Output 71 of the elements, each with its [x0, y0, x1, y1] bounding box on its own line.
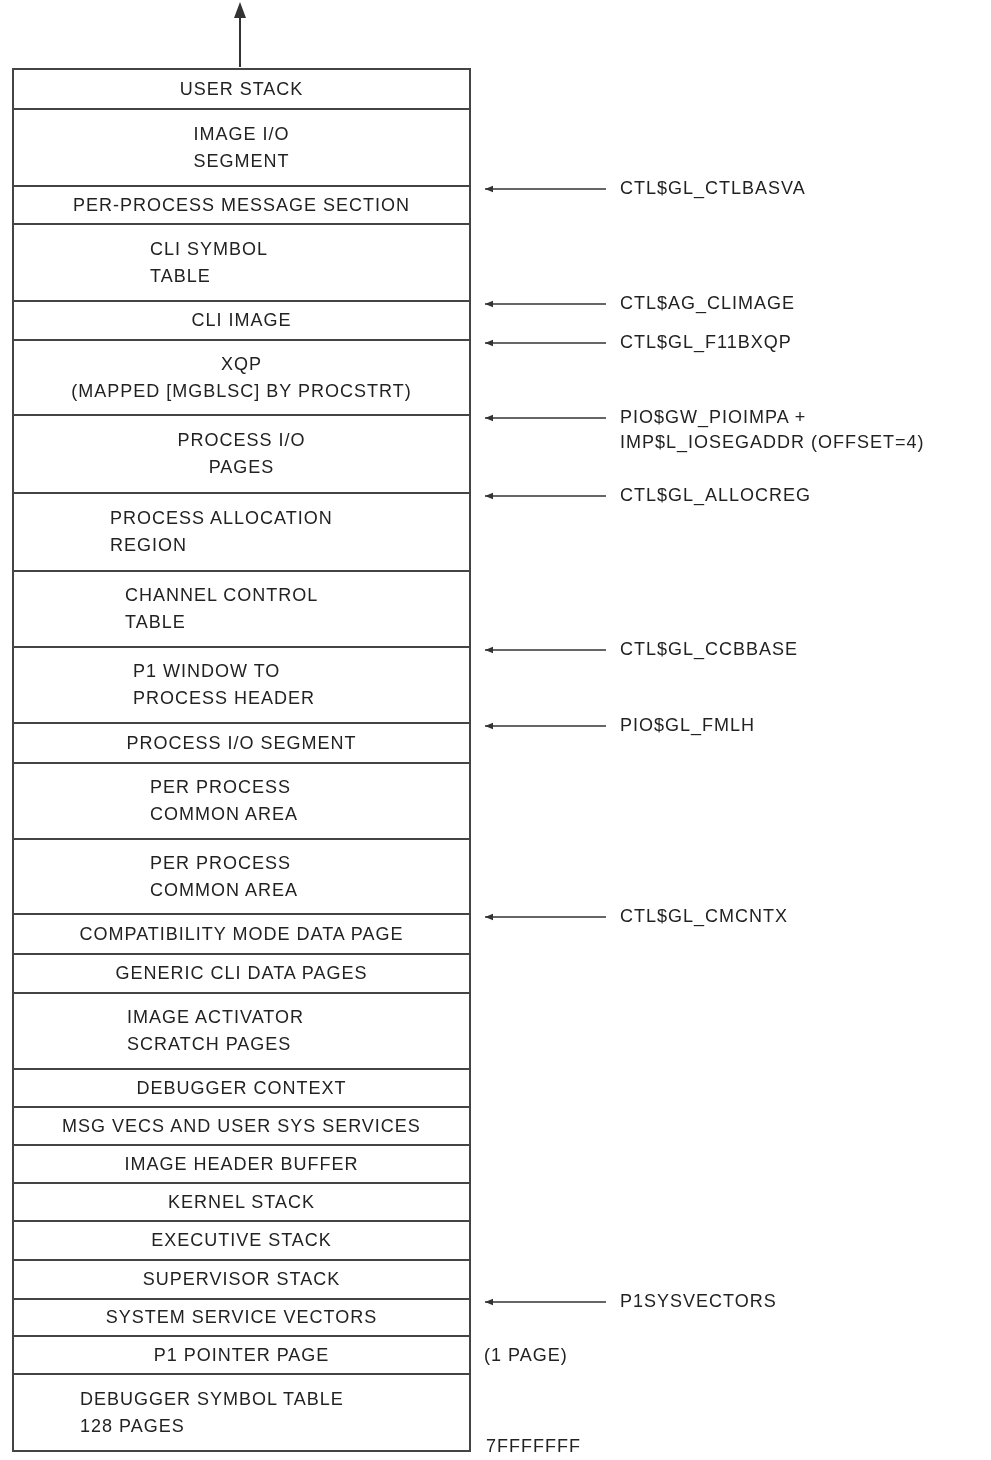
memory-region [12, 1182, 471, 1220]
memory-region [12, 68, 471, 108]
memory-region [12, 1144, 471, 1182]
region-label: DEBUGGER SYMBOL TABLE 128 PAGES [80, 1387, 345, 1438]
region-label: PROCESS I/O SEGMENT [126, 731, 357, 755]
memory-region [12, 1335, 471, 1373]
region-label: MSG VECS AND USER SYS SERVICES [62, 1114, 421, 1138]
region-label: PER PROCESS COMMON AREA [150, 851, 299, 902]
region-label: COMPATIBILITY MODE DATA PAGE [79, 922, 404, 946]
region-label: XQP [221, 352, 262, 376]
memory-region [12, 838, 471, 913]
memory-region [12, 223, 471, 300]
memory-region [12, 913, 471, 953]
memory-region [12, 1259, 471, 1298]
region-label: CLI SYMBOL TABLE [150, 237, 269, 288]
memory-region [12, 722, 471, 762]
region-label: CHANNEL CONTROL TABLE [125, 584, 319, 634]
region-label: KERNEL STACK [167, 1190, 315, 1214]
memory-region [12, 492, 471, 570]
memory-region [12, 1106, 471, 1144]
region-label: GENERIC CLI DATA PAGES [115, 962, 368, 985]
region-label: (MAPPED [MGBLSC] BY PROCSTRT) [71, 379, 412, 403]
memory-region [12, 108, 471, 185]
region-label: SUPERVISOR STACK [142, 1268, 341, 1291]
pointer-label: CTL$GL_CCBBASE [620, 637, 799, 662]
pointer-arrow [484, 913, 607, 921]
region-label: CLI IMAGE [191, 309, 292, 332]
memory-region [12, 300, 471, 339]
region-label: PROCESS ALLOCATION REGION [110, 507, 334, 557]
region-label: EXECUTIVE STACK [151, 1229, 332, 1252]
pointer-arrow [484, 185, 607, 193]
memory-region [12, 1373, 471, 1452]
region-label: DEBUGGER CONTEXT [136, 1076, 347, 1100]
pointer-arrow [484, 300, 607, 308]
region-label: SYSTEM SERVICE VECTORS [105, 1306, 378, 1329]
region-label: P1 POINTER PAGE [153, 1343, 330, 1367]
region-label: IMAGE HEADER BUFFER [124, 1152, 359, 1176]
pointer-arrow [484, 492, 607, 500]
pointer-label: CTL$GL_CTLBASVA [620, 176, 806, 201]
size-note: (1 PAGE) [484, 1345, 568, 1366]
pointer-label: PIO$GL_FMLH [620, 713, 756, 738]
pointer-arrow [484, 339, 607, 347]
pointer-label: PIO$GW_PIOIMPA + IMP$L_IOSEGADDR (OFFSET=4) [620, 405, 950, 455]
region-label: PER-PROCESS MESSAGE SECTION [72, 193, 411, 217]
pointer-label: CTL$GL_F11BXQP [620, 330, 792, 355]
memory-region [12, 953, 471, 992]
memory-region [12, 1220, 471, 1259]
memory-region [12, 570, 471, 646]
pointer-arrow [484, 414, 607, 422]
region-label: IMAGE ACTIVATOR SCRATCH PAGES [127, 1006, 306, 1056]
region-label: PROCESS I/O PAGES [176, 429, 307, 479]
memory-region [12, 646, 471, 722]
memory-region [12, 185, 471, 223]
pointer-label: P1SYSVECTORS [620, 1289, 777, 1314]
pointer-label: CTL$GL_CMCNTX [620, 904, 789, 929]
pointer-label: CTL$AG_CLIMAGE [620, 291, 796, 316]
memory-region [12, 992, 471, 1068]
region-label: IMAGE I/O SEGMENT [192, 122, 291, 173]
memory-region [12, 762, 471, 838]
pointer-label: CTL$GL_ALLOCREG [620, 483, 812, 508]
pointer-arrow [484, 1298, 607, 1306]
memory-region [12, 1298, 471, 1335]
address-label: 7FFFFFFF [486, 1436, 581, 1457]
memory-region [12, 414, 471, 492]
pointer-arrow [484, 722, 607, 730]
region-label: USER STACK [179, 77, 304, 101]
region-label: PER PROCESS COMMON AREA [150, 776, 299, 826]
region-label: P1 WINDOW TO PROCESS HEADER [133, 660, 317, 710]
memory-region [12, 1068, 471, 1106]
pointer-arrow [484, 646, 607, 654]
memory-region [12, 339, 471, 414]
